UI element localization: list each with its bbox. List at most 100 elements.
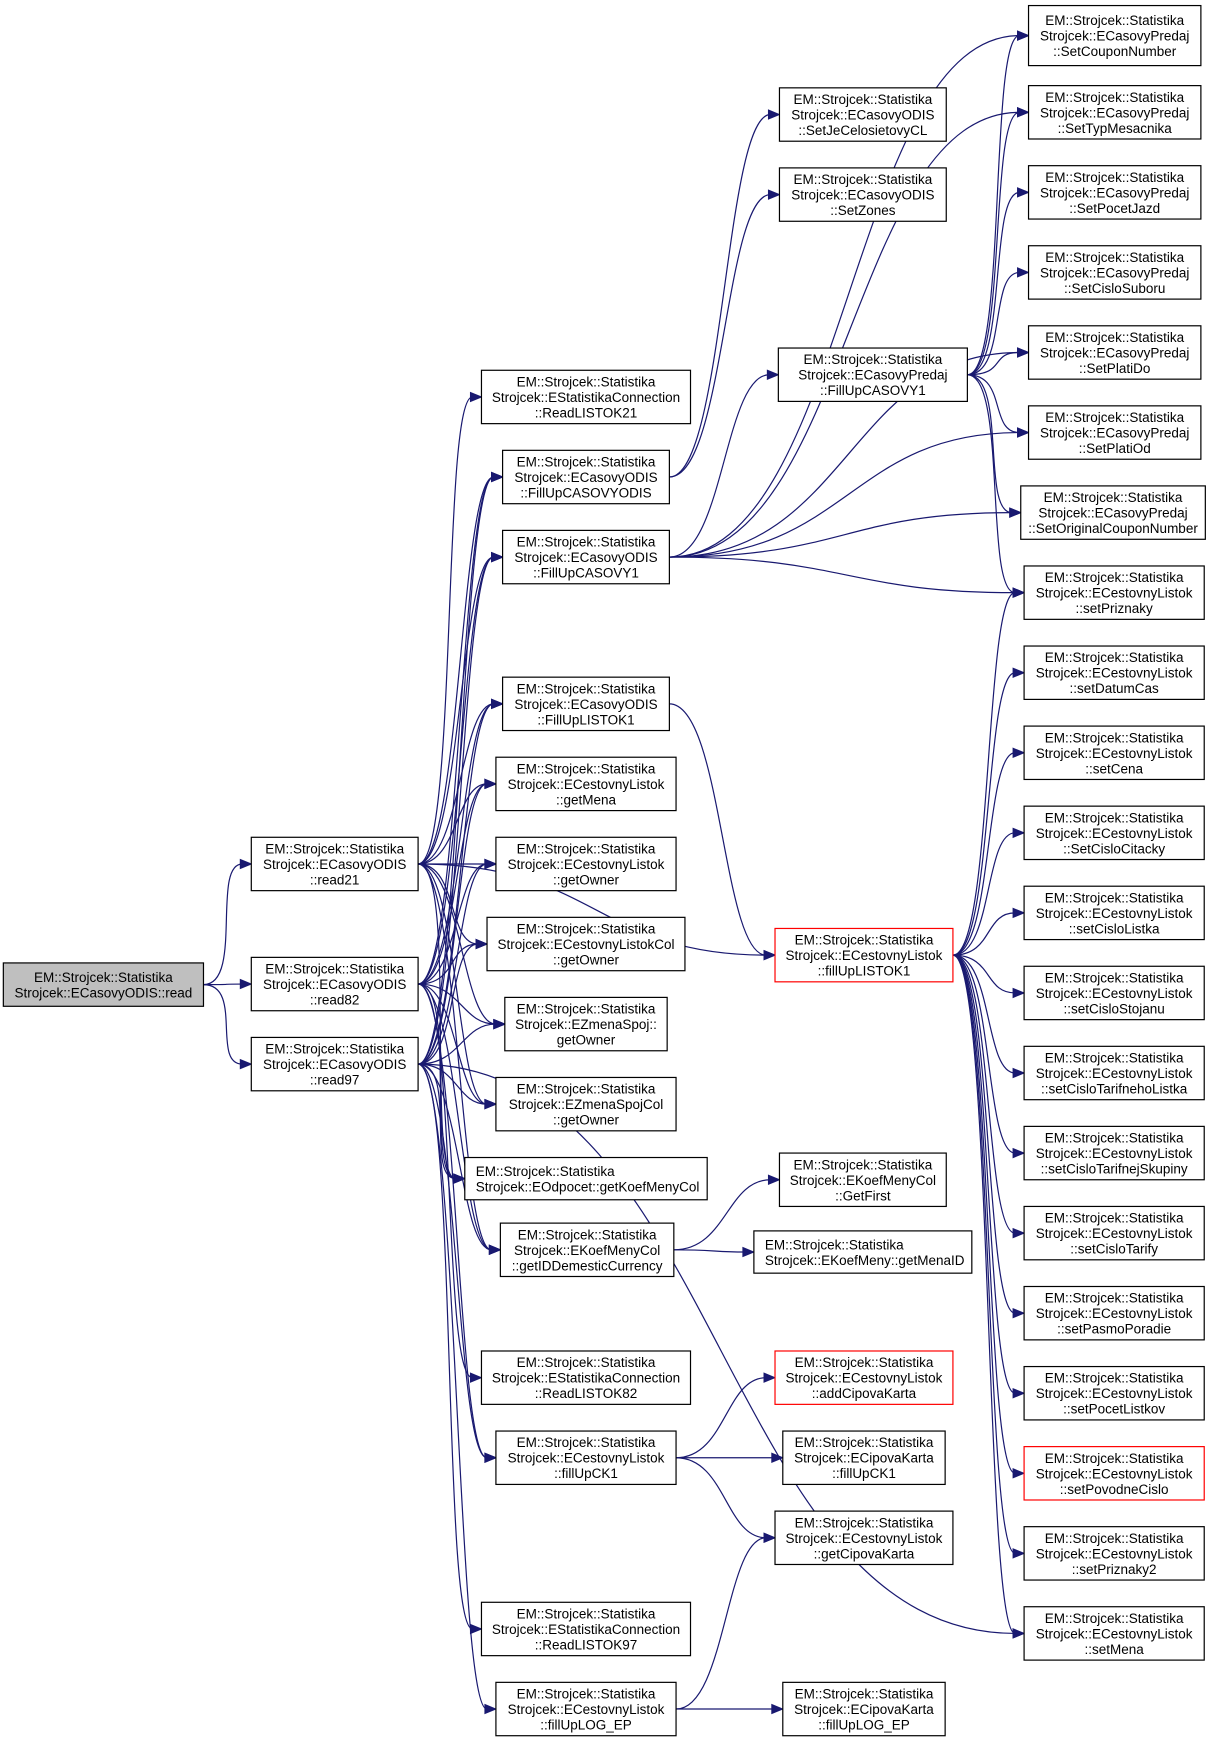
arrowhead-icon xyxy=(484,1098,498,1110)
edge-line xyxy=(203,984,243,1065)
call-edge xyxy=(952,587,1026,956)
graph-node-read21[interactable]: EM::Strojcek::StatistikaStrojcek::ECasov… xyxy=(250,836,419,892)
edge-line xyxy=(203,983,243,986)
graph-node-setjecelosietovycl[interactable]: EM::Strojcek::StatistikaStrojcek::ECasov… xyxy=(778,87,947,142)
graph-node-setmena[interactable]: EM::Strojcek::StatistikaStrojcek::ECesto… xyxy=(1023,1606,1205,1661)
call-edge xyxy=(967,374,1030,438)
node-label-line: ::SetPlatiOd xyxy=(1079,441,1151,456)
edge-line xyxy=(418,983,492,1251)
node-label-line: Strojcek::ECestovnyListok xyxy=(786,1371,943,1386)
edge-line xyxy=(967,191,1020,376)
graph-node-read82[interactable]: EM::Strojcek::StatistikaStrojcek::ECasov… xyxy=(250,956,419,1012)
call-edge xyxy=(669,189,781,478)
node-label-line: ::ReadLISTOK82 xyxy=(535,1386,638,1401)
graph-node-setcislosuboru[interactable]: EM::Strojcek::StatistikaStrojcek::ECasov… xyxy=(1027,245,1202,300)
graph-node-getmenaid[interactable]: EM::Strojcek::StatistikaStrojcek::EKoefM… xyxy=(753,1230,973,1274)
graph-node-settypmesacnika[interactable]: EM::Strojcek::StatistikaStrojcek::ECasov… xyxy=(1027,85,1202,140)
graph-node-setoriginalcouponnumber[interactable]: EM::Strojcek::StatistikaStrojcek::ECasov… xyxy=(1020,485,1206,540)
arrowhead-icon xyxy=(1012,1147,1026,1159)
edge-line xyxy=(418,1063,487,1105)
node-box xyxy=(495,756,677,812)
arrowhead-icon xyxy=(1012,1067,1026,1079)
call-edge xyxy=(967,374,1023,518)
edge-line xyxy=(673,1249,745,1253)
graph-node-setcouponnumber[interactable]: EM::Strojcek::StatistikaStrojcek::ECasov… xyxy=(1027,4,1202,67)
graph-node-setcislotarifneholistka[interactable]: EM::Strojcek::StatistikaStrojcek::ECesto… xyxy=(1023,1045,1205,1101)
graph-node-setpovodnecislo[interactable]: EM::Strojcek::StatistikaStrojcek::ECesto… xyxy=(1023,1446,1205,1501)
graph-node-getowner-zscol[interactable]: EM::Strojcek::StatistikaStrojcek::EZmena… xyxy=(495,1076,677,1132)
node-label-line: EM::Strojcek::Statistika xyxy=(517,1606,656,1621)
graph-node-setcislostojanu[interactable]: EM::Strojcek::StatistikaStrojcek::ECesto… xyxy=(1023,965,1205,1021)
graph-node-getiddemesticcurrency[interactable]: EM::Strojcek::StatistikaStrojcek::EKoefM… xyxy=(499,1222,675,1278)
edge-line xyxy=(952,954,1016,1554)
graph-node-setcena[interactable]: EM::Strojcek::StatistikaStrojcek::ECesto… xyxy=(1023,725,1205,781)
graph-node-readlistok82[interactable]: EM::Strojcek::StatistikaStrojcek::EStati… xyxy=(480,1350,692,1405)
call-edge xyxy=(676,1372,777,1459)
graph-node-setcislocitacky[interactable]: EM::Strojcek::StatistikaStrojcek::ECesto… xyxy=(1023,805,1205,861)
graph-node-setcislotarifnejskupiny[interactable]: EM::Strojcek::StatistikaStrojcek::ECesto… xyxy=(1023,1125,1205,1181)
node-label-line: ::setMena xyxy=(1085,1642,1145,1657)
graph-node-read[interactable]: EM::Strojcek::StatistikaStrojcek::ECasov… xyxy=(2,962,205,1007)
graph-node-fillupck1-ck[interactable]: EM::Strojcek::StatistikaStrojcek::ECipov… xyxy=(782,1430,946,1486)
arrowhead-icon xyxy=(484,1703,498,1715)
edge-line xyxy=(952,592,1016,956)
node-label-line: EM::Strojcek::Statistika xyxy=(795,1355,934,1370)
graph-node-getkoefmenycol[interactable]: EM::Strojcek::StatistikaStrojcek::EOdpoc… xyxy=(464,1156,708,1201)
node-label-line: EM::Strojcek::Statistika xyxy=(517,1435,656,1450)
node-label-line: EM::Strojcek::Statistika xyxy=(34,970,173,985)
graph-node-setcislolistka[interactable]: EM::Strojcek::StatistikaStrojcek::ECesto… xyxy=(1023,885,1205,941)
graph-node-getfirst[interactable]: EM::Strojcek::StatistikaStrojcek::EKoefM… xyxy=(778,1152,947,1208)
node-label-line: ::setCisloTarifnejSkupiny xyxy=(1041,1162,1188,1177)
node-label-line: EM::Strojcek::Statistika xyxy=(1045,90,1184,105)
graph-node-readlistok21[interactable]: EM::Strojcek::StatistikaStrojcek::EStati… xyxy=(480,369,692,425)
graph-node-fillupcasovyodis[interactable]: EM::Strojcek::StatistikaStrojcek::ECasov… xyxy=(501,449,670,505)
graph-node-getmena[interactable]: EM::Strojcek::StatistikaStrojcek::ECesto… xyxy=(495,756,677,812)
node-box xyxy=(1027,4,1202,67)
arrowhead-icon xyxy=(475,938,489,950)
graph-node-filluplistok1[interactable]: EM::Strojcek::StatistikaStrojcek::ECasov… xyxy=(501,676,670,732)
graph-node-setdatumcas[interactable]: EM::Strojcek::StatistikaStrojcek::ECesto… xyxy=(1023,645,1205,701)
graph-node-setpocetlistkov[interactable]: EM::Strojcek::StatistikaStrojcek::ECesto… xyxy=(1023,1365,1205,1421)
arrowhead-icon xyxy=(1012,667,1026,678)
graph-node-getcipovakarta[interactable]: EM::Strojcek::StatistikaStrojcek::ECesto… xyxy=(774,1510,954,1566)
graph-node-setpocetjazd[interactable]: EM::Strojcek::StatistikaStrojcek::ECasov… xyxy=(1027,165,1202,220)
graph-node-fillupcasovy1-odis[interactable]: EM::Strojcek::StatistikaStrojcek::ECasov… xyxy=(501,529,670,585)
graph-node-getowner-cl[interactable]: EM::Strojcek::StatistikaStrojcek::ECesto… xyxy=(495,836,677,892)
graph-node-setpriznaky2[interactable]: EM::Strojcek::StatistikaStrojcek::ECesto… xyxy=(1023,1526,1205,1581)
edge-line xyxy=(417,396,473,865)
graph-node-filluplog-ep-ck[interactable]: EM::Strojcek::StatistikaStrojcek::ECipov… xyxy=(782,1681,946,1737)
graph-node-readlistok97[interactable]: EM::Strojcek::StatistikaStrojcek::EStati… xyxy=(480,1601,692,1657)
edge-line xyxy=(417,476,494,985)
graph-node-fillupcasovy1-predaj[interactable]: EM::Strojcek::StatistikaStrojcek::ECasov… xyxy=(777,347,968,403)
graph-node-getowner-clcol[interactable]: EM::Strojcek::StatistikaStrojcek::ECesto… xyxy=(486,916,686,972)
edge-line xyxy=(676,1537,767,1710)
node-label-line: EM::Strojcek::Statistika xyxy=(517,1355,656,1370)
graph-node-getowner-zs[interactable]: EM::Strojcek::StatistikaStrojcek::EZmena… xyxy=(504,996,668,1052)
graph-node-setcislotarify[interactable]: EM::Strojcek::StatistikaStrojcek::ECesto… xyxy=(1023,1205,1205,1261)
graph-node-filluplog-ep-cl[interactable]: EM::Strojcek::StatistikaStrojcek::ECesto… xyxy=(495,1681,677,1737)
arrowhead-icon xyxy=(742,1246,756,1258)
node-label-line: Strojcek::EKoefMenyCol xyxy=(514,1243,660,1258)
graph-node-setzones[interactable]: EM::Strojcek::StatistikaStrojcek::ECasov… xyxy=(778,167,947,222)
call-edge xyxy=(669,109,781,478)
node-box xyxy=(1023,1526,1205,1581)
graph-node-fillupck1-cl[interactable]: EM::Strojcek::StatistikaStrojcek::ECesto… xyxy=(495,1430,677,1486)
graph-node-addcipovakarta[interactable]: EM::Strojcek::StatistikaStrojcek::ECesto… xyxy=(774,1350,954,1405)
arrowhead-icon xyxy=(239,858,253,870)
graph-node-setplatido[interactable]: EM::Strojcek::StatistikaStrojcek::ECasov… xyxy=(1027,325,1202,380)
graph-node-setpriznaky[interactable]: EM::Strojcek::StatistikaStrojcek::ECesto… xyxy=(1023,565,1205,620)
node-box xyxy=(1027,325,1202,380)
graph-node-setpasmoporadie[interactable]: EM::Strojcek::StatistikaStrojcek::ECesto… xyxy=(1023,1285,1205,1341)
node-box xyxy=(495,1681,677,1737)
node-label-line: EM::Strojcek::Statistika xyxy=(1044,490,1183,505)
node-box xyxy=(777,347,968,403)
call-edge xyxy=(952,954,1026,1639)
edge-line xyxy=(418,943,479,985)
graph-node-read97[interactable]: EM::Strojcek::StatistikaStrojcek::ECasov… xyxy=(250,1036,419,1092)
edge-line xyxy=(417,783,488,1065)
edge-line xyxy=(952,954,1016,1154)
graph-node-setplatiod[interactable]: EM::Strojcek::StatistikaStrojcek::ECasov… xyxy=(1027,405,1202,460)
call-edge xyxy=(669,556,1026,598)
graph-node-filluplistok1[interactable]: EM::Strojcek::StatistikaStrojcek::ECesto… xyxy=(774,927,954,983)
edge-line xyxy=(418,983,496,1025)
